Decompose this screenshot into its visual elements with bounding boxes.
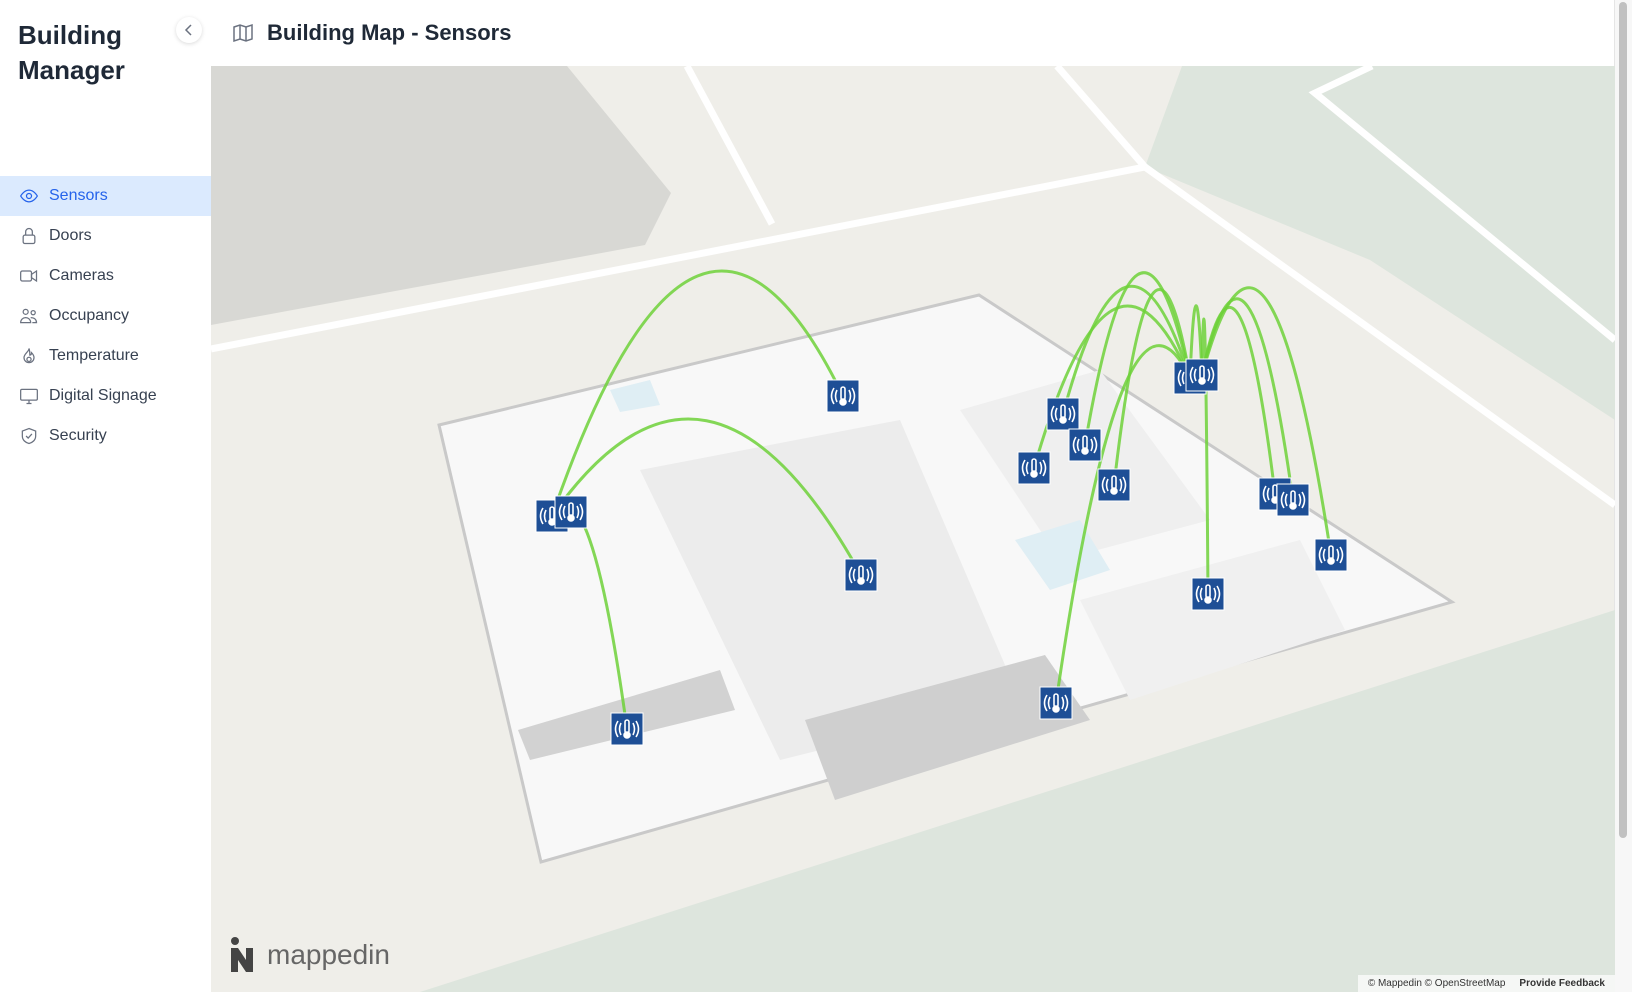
thermometer-signal-icon bbox=[830, 386, 856, 406]
thermometer-signal-icon bbox=[1318, 545, 1344, 565]
sensor-link-arc bbox=[1200, 297, 1295, 501]
sensor-marker[interactable] bbox=[844, 558, 878, 592]
green-area bbox=[420, 610, 1615, 992]
app-title: Building Manager bbox=[18, 20, 125, 85]
sidebar-item-digital-signage[interactable]: Digital Signage bbox=[0, 376, 211, 416]
sensor-link-arc bbox=[550, 269, 845, 517]
sensor-link-arc bbox=[1200, 286, 1333, 556]
scrollbar-thumb[interactable] bbox=[1619, 2, 1627, 838]
map-icon bbox=[233, 23, 253, 43]
thermometer-signal-icon bbox=[1043, 693, 1069, 713]
sensor-marker[interactable] bbox=[1039, 686, 1073, 720]
sensor-marker[interactable] bbox=[1017, 451, 1051, 485]
sensor-marker[interactable] bbox=[826, 379, 860, 413]
thermometer-signal-icon bbox=[539, 506, 565, 526]
sidebar-item-label: Security bbox=[49, 427, 107, 444]
attribution-text: © Mappedin © OpenStreetMap bbox=[1367, 978, 1506, 989]
sensor-link-arc bbox=[1200, 317, 1210, 595]
sensor-marker[interactable] bbox=[1314, 538, 1348, 572]
sidebar-item-label: Digital Signage bbox=[49, 387, 157, 404]
sensor-marker[interactable] bbox=[554, 495, 588, 529]
thermometer-signal-icon bbox=[1021, 458, 1047, 478]
sidebar-item-temperature[interactable]: Temperature bbox=[0, 336, 211, 376]
map-canvas[interactable] bbox=[211, 66, 1615, 992]
sensor-marker[interactable] bbox=[610, 712, 644, 746]
thermometer-signal-icon bbox=[558, 502, 584, 522]
sidebar-item-security[interactable]: Security bbox=[0, 416, 211, 456]
chevron-left-icon bbox=[184, 24, 192, 36]
sidebar-item-label: Temperature bbox=[49, 347, 139, 364]
sensor-markers bbox=[535, 358, 1348, 746]
sidebar: Building Manager Sensors Doors Cameras O… bbox=[0, 0, 212, 992]
sensor-marker[interactable] bbox=[1068, 428, 1102, 462]
lock-icon bbox=[22, 227, 36, 245]
sidebar-item-sensors[interactable]: Sensors bbox=[0, 176, 211, 216]
thermometer-signal-icon bbox=[1280, 490, 1306, 510]
video-icon bbox=[20, 269, 38, 283]
collapse-sidebar-button[interactable] bbox=[176, 17, 202, 43]
sensor-links bbox=[550, 269, 1333, 730]
sensor-marker[interactable] bbox=[1046, 397, 1080, 431]
page-title: Building Map - Sensors bbox=[267, 20, 512, 45]
thermometer-signal-icon bbox=[614, 719, 640, 739]
sidebar-item-label: Sensors bbox=[49, 187, 108, 204]
thermometer-signal-icon bbox=[1050, 404, 1076, 424]
sensor-marker[interactable] bbox=[1185, 358, 1219, 392]
thermometer-signal-icon bbox=[1101, 475, 1127, 495]
mappedin-logo: mappedin bbox=[229, 936, 390, 974]
sensor-link-arc bbox=[1112, 288, 1192, 486]
monitor-icon bbox=[20, 388, 38, 405]
thermometer-signal-icon bbox=[1195, 584, 1221, 604]
sensor-link-arc bbox=[1188, 304, 1204, 379]
sidebar-item-occupancy[interactable]: Occupancy bbox=[0, 296, 211, 336]
sidebar-item-label: Doors bbox=[49, 227, 92, 244]
sensor-link-arc bbox=[550, 417, 863, 576]
sensor-marker[interactable] bbox=[1097, 468, 1131, 502]
map-attribution: © Mappedin © OpenStreetMap Provide Feedb… bbox=[1357, 975, 1615, 992]
page-header: Building Map - Sensors bbox=[211, 0, 1615, 66]
sidebar-item-label: Cameras bbox=[49, 267, 114, 284]
sidebar-item-doors[interactable]: Doors bbox=[0, 216, 211, 256]
provide-feedback-link[interactable]: Provide Feedback bbox=[1519, 978, 1605, 989]
sidebar-nav: Sensors Doors Cameras Occupancy Temperat… bbox=[0, 176, 211, 456]
mappedin-logo-icon bbox=[231, 937, 253, 972]
building-floor bbox=[437, 293, 1456, 864]
thermometer-signal-icon bbox=[1072, 435, 1098, 455]
thermometer-signal-icon bbox=[1189, 365, 1215, 385]
roads bbox=[211, 66, 1615, 508]
green-area bbox=[1145, 66, 1615, 420]
page-scrollbar[interactable] bbox=[1614, 0, 1632, 992]
parking-area bbox=[211, 66, 671, 325]
mappedin-logo-text: mappedin bbox=[267, 939, 390, 970]
users-icon bbox=[20, 308, 38, 324]
sidebar-item-label: Occupancy bbox=[49, 307, 130, 324]
thermometer-signal-icon bbox=[848, 565, 874, 585]
sensor-marker[interactable] bbox=[1276, 483, 1310, 517]
eye-icon bbox=[19, 189, 39, 203]
sidebar-item-cameras[interactable]: Cameras bbox=[0, 256, 211, 296]
building-map[interactable]: mappedin © Mappedin © OpenStreetMap Prov… bbox=[211, 66, 1615, 992]
sensor-link-arc bbox=[1083, 271, 1192, 446]
fire-icon bbox=[23, 348, 35, 364]
shield-check-icon bbox=[21, 427, 37, 445]
sensor-link-arc bbox=[1054, 344, 1192, 704]
sensor-marker[interactable] bbox=[1191, 577, 1225, 611]
